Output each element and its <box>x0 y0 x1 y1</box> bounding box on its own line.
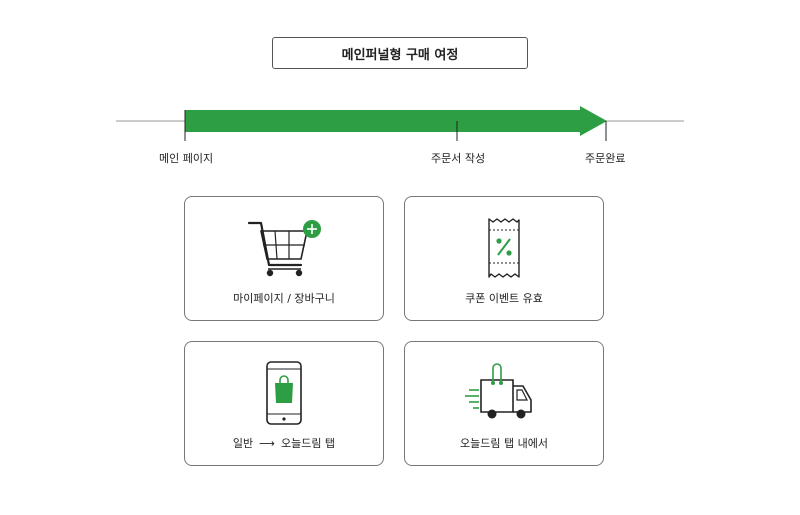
smartphone-bag-icon <box>266 361 302 425</box>
card-caption: 일반 ⟶ 오늘드림 탭 <box>185 435 383 451</box>
coupon-receipt-icon <box>488 218 520 278</box>
card-caption: 오늘드림 탭 내에서 <box>460 437 548 450</box>
delivery-truck-icon <box>465 363 532 419</box>
stage-label-order-complete: 주문완료 <box>585 152 626 165</box>
card-coupon-event: 쿠폰 이벤트 유효 <box>404 196 604 321</box>
card-mypage-cart: 마이페이지 / 장바구니 <box>184 196 384 321</box>
page-title: 메인퍼널형 구매 여정 <box>341 47 459 63</box>
card-general-to-today-tab: 일반 ⟶ 오늘드림 탭 <box>184 341 384 466</box>
shopping-cart-plus-icon <box>247 220 321 277</box>
card-within-today-tab: 오늘드림 탭 내에서 <box>404 341 604 466</box>
title-box: 메인퍼널형 구매 여정 <box>272 37 528 69</box>
stage-label-order-form: 주문서 작성 <box>431 152 486 165</box>
journey-timeline <box>116 106 684 141</box>
card-caption: 마이페이지 / 장바구니 <box>233 292 335 305</box>
stage-label-main: 메인 페이지 <box>159 152 214 165</box>
caption-to: 오늘드림 탭 <box>280 437 336 450</box>
arrow-right-icon: ⟶ <box>259 437 275 450</box>
caption-from: 일반 <box>232 437 254 450</box>
progress-arrow <box>185 106 607 136</box>
card-caption: 쿠폰 이벤트 유효 <box>465 292 543 305</box>
